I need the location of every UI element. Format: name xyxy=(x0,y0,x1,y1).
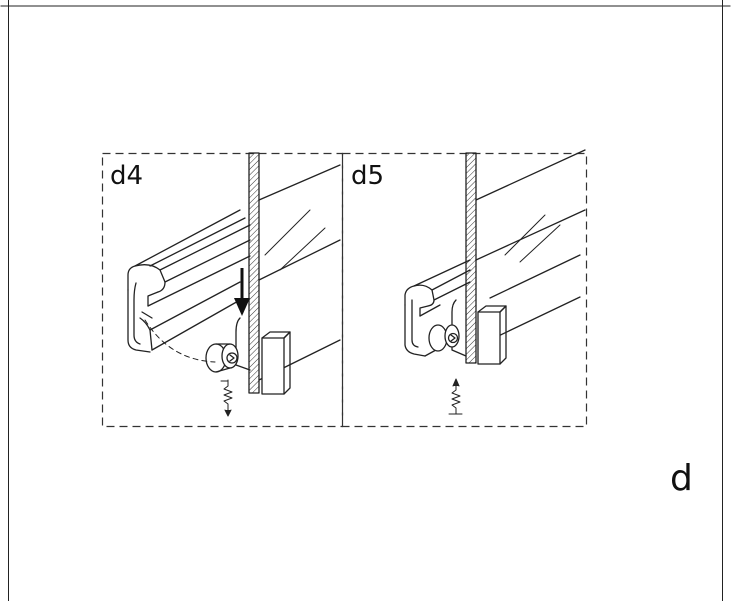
roller-wheel xyxy=(205,343,239,373)
panel-d5-frame xyxy=(341,152,588,428)
spring-symbol xyxy=(220,379,233,417)
panel-d5-label: d5 xyxy=(351,161,385,191)
step-letter: d xyxy=(670,458,693,499)
glass-clamp xyxy=(451,299,507,365)
swing-arc xyxy=(144,319,216,363)
glass-pane xyxy=(465,149,586,364)
panel-d5-illustration xyxy=(404,149,586,415)
panel-d4-frame xyxy=(101,152,344,428)
push-down-arrow xyxy=(234,268,250,316)
panel-d4-illustration xyxy=(127,152,341,417)
rail-profile xyxy=(404,254,581,357)
glass-clamp xyxy=(235,317,291,395)
roller-wheel xyxy=(428,324,460,352)
rail-profile xyxy=(127,209,251,353)
spring-symbol xyxy=(448,378,463,415)
panel-d4-label: d4 xyxy=(110,161,144,191)
